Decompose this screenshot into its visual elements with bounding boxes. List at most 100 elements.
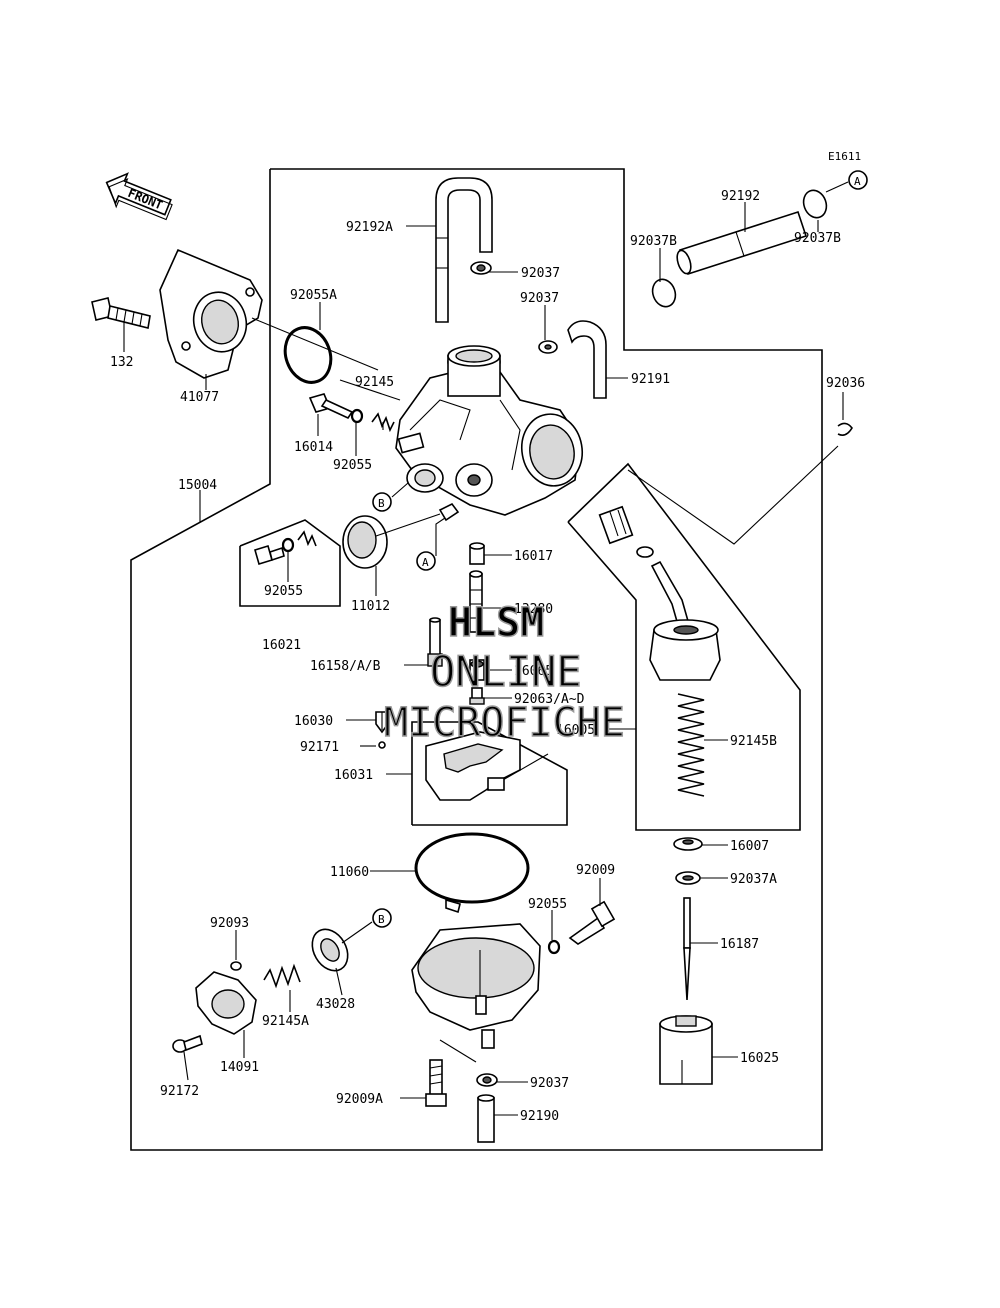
label-92192: 92192 [721,189,760,204]
ref-circle-A-top: A [848,170,868,190]
part-92093-washer [230,961,242,971]
label-16021: 16021 [262,638,301,653]
label-92037-top: 92037 [521,266,560,281]
label-13280: 13280 [514,602,553,617]
label-92055-box: 92055 [264,584,303,599]
label-92192A: 92192A [346,220,393,235]
part-16158-pilot-jet [427,617,443,667]
ref-circle-B-lower: B [372,908,392,928]
part-92037-clip-mid [538,340,558,354]
part-92009A-screw [425,1059,447,1107]
label-16014: 16014 [294,440,333,455]
label-92190: 92190 [520,1109,559,1124]
part-choke-washer [636,546,654,558]
watermark-line1: HLSM [448,600,544,646]
part-14091-cover [195,971,257,1035]
label-92037B-right: 92037B [794,231,841,246]
label-92093: 92093 [210,916,249,931]
svg-text:B: B [378,497,385,510]
part-nozzle-fitting [438,502,460,522]
part-92145B-spring [677,693,705,797]
part-41077-holder [159,248,263,379]
part-16025-throttle-valve [659,1015,713,1085]
part-16017-jet [469,542,485,565]
label-14091: 14091 [220,1060,259,1075]
label-92172: 92172 [160,1084,199,1099]
part-choke-cap [649,619,721,681]
label-92055-low: 92055 [528,897,567,912]
part-92145-spring [371,412,395,433]
assembly-outline [130,168,823,1151]
part-92172-screw [172,1034,203,1053]
label-92055A: 92055A [290,288,337,303]
part-11060-gasket [414,832,530,914]
watermark: HLSM ONLINE MICROFICHE [383,599,625,747]
leader-lines [123,181,849,1116]
label-92036: 92036 [826,376,865,391]
part-92055A-oring [283,326,333,384]
part-float-bowl [411,923,541,1049]
label-92145B: 92145B [730,734,777,749]
part-16031-float [425,731,549,801]
part-16021-pilot-screw [254,530,317,566]
label-92037B-left: 92037B [630,234,677,249]
watermark-line3: MICROFICHE [384,700,625,746]
svg-text:A: A [854,175,861,188]
part-carburetor-body [395,345,583,516]
label-11012: 11012 [351,599,390,614]
label-16007: 16007 [730,839,769,854]
label-16017: 16017 [514,549,553,564]
part-92192-tube [676,210,808,276]
part-16187-needle [683,897,691,1001]
part-choke-nut [598,505,634,545]
label-16005: 16005 [556,723,595,738]
label-43028: 43028 [316,997,355,1012]
label-16031: 16031 [334,768,373,783]
part-92192A-tube [435,177,493,323]
part-43028-diaphragm [311,928,349,972]
ref-circle-A-body: A [416,551,436,571]
part-92037-clip-low [476,1073,498,1087]
label-92171: 92171 [300,740,339,755]
label-132: 132 [110,355,133,370]
label-92063: 92063/A~D [514,692,585,707]
part-11012-cap [342,515,388,569]
label-16025: 16025 [740,1051,779,1066]
part-92037-clip-top [470,261,492,275]
choke-group-outline [567,462,801,831]
label-92145: 92145 [355,375,394,390]
label-11060: 11060 [330,865,369,880]
watermark-line2: ONLINE [430,647,582,696]
front-arrow-icon: FRONT [105,172,173,221]
part-92037B-clip-left [651,278,677,308]
part-labels: 92192A 92037 92037 92191 92192 92037B 92… [110,189,865,1124]
part-13280-needle-jet [469,570,483,633]
part-16007-cap [673,837,703,851]
part-16014-screw [308,393,354,420]
svg-text:A: A [422,556,429,569]
label-92037A: 92037A [730,872,777,887]
part-92191-hose [567,320,607,399]
part-92171-clip [378,741,386,749]
label-16187: 16187 [720,937,759,952]
label-15004: 15004 [178,478,217,493]
label-92055-top: 92055 [333,458,372,473]
part-16030-float-valve [375,711,389,734]
part-92190-tube [477,1094,495,1143]
part-92036-clip [837,422,853,436]
label-16158: 16158/A/B [310,659,381,674]
label-16030: 16030 [294,714,333,729]
diagram-code: E1611 [828,150,861,163]
label-92037-mid: 92037 [520,291,559,306]
float-box-outline [411,721,568,826]
label-92009A: 92009A [336,1092,383,1107]
part-92063-main-jet [469,687,485,705]
ref-circle-B-body: B [372,492,392,512]
part-92009-screw [568,900,616,945]
part-92037B-clip-right [802,189,828,219]
part-92055-washer [350,408,364,424]
part-132-bolt [91,297,151,329]
label-41077: 41077 [180,390,219,405]
part-92055-bowl-washer [547,939,561,955]
